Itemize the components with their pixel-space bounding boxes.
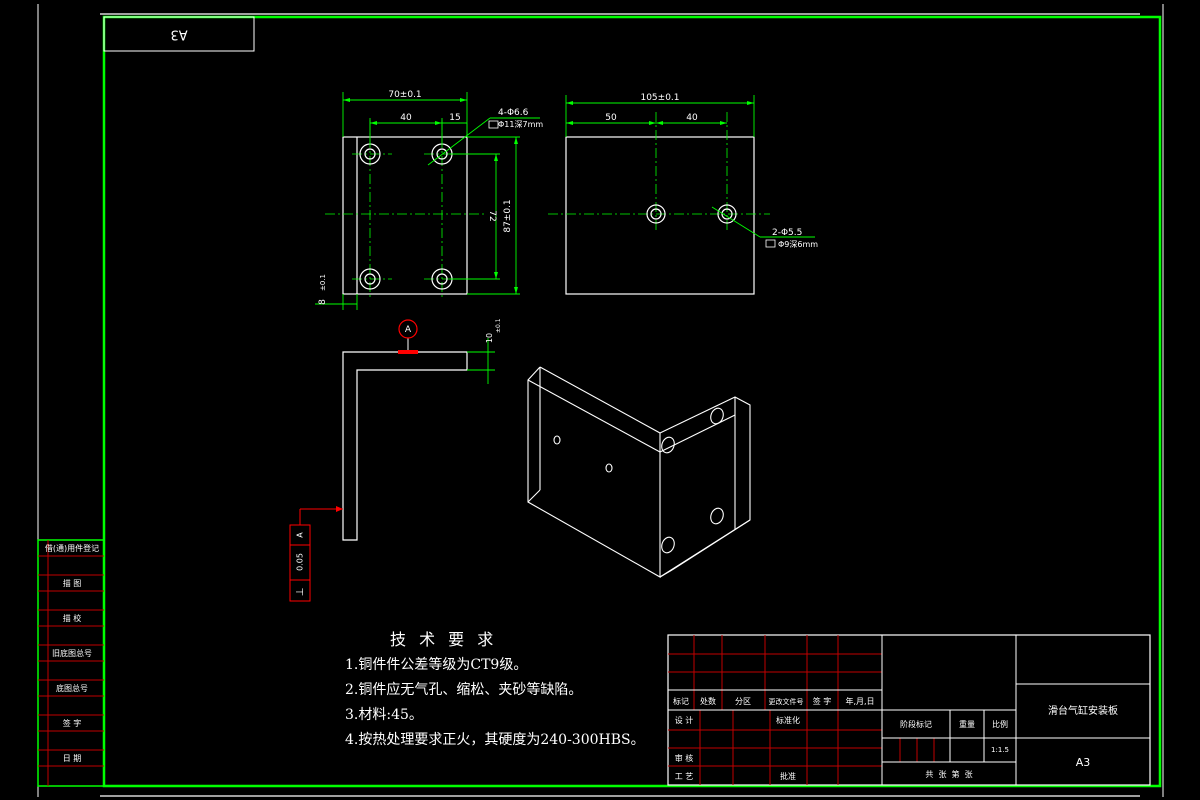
side-table: 借(通)用件登记 描 图 描 校 旧底图总号 底图总号 签 字 日 期	[37, 539, 105, 787]
front-dim-thickness-tol: ±0.1	[319, 274, 327, 291]
side-table-row-6: 日 期	[63, 754, 82, 763]
front-holes	[359, 143, 453, 290]
datum-a-label: A	[405, 325, 412, 335]
tb-header-change-doc: 更改文件号	[769, 697, 804, 706]
side-table-row-0: 借(通)用件登记	[45, 543, 99, 553]
side-table-row-3: 旧底图总号	[52, 648, 92, 658]
tolerance-symbol: ⊥	[295, 588, 306, 597]
tech-line-4: 4.按热处理要求正火，其硬度为240-300HBS。	[345, 732, 645, 748]
front-dim-hole-spacing: 40	[400, 113, 412, 123]
tb-sheets: 共 张 第 张	[925, 769, 972, 779]
tb-paper-size: A3	[1076, 756, 1091, 769]
section-dim-thickness-tol: ±0.1	[495, 318, 502, 333]
drawing-frame	[102, 15, 1162, 788]
tb-standardization: 标准化	[776, 715, 800, 725]
tb-part-name: 滑台气缸安装板	[1048, 704, 1118, 717]
front-hole-callout-sub: Φ11深7mm	[498, 120, 543, 129]
datum-a-marker: A	[398, 319, 418, 354]
tb-header-zone: 分区	[735, 697, 751, 706]
front-dim-height: 87±0.1	[503, 199, 513, 232]
tb-approve: 批准	[780, 771, 796, 781]
title-block: 标记 处数 分区 更改文件号 签 字 年,月,日 设 计 标准化 审 核 工 艺…	[667, 634, 1151, 786]
front-dim-width: 70±0.1	[388, 90, 421, 100]
section-dim-thickness: 10	[485, 333, 494, 343]
side-table-row-4: 底图总号	[56, 683, 88, 693]
tech-title: 技 术 要 求	[390, 630, 498, 649]
perpendicularity-frame: A 0.05 ⊥	[289, 506, 343, 602]
front-dim-thickness: 8	[318, 299, 328, 305]
tb-header-sign: 签 字	[813, 696, 832, 706]
side-hole-callout-sub: Φ9深6mm	[778, 240, 818, 249]
tb-review: 审 核	[675, 753, 694, 763]
tb-stage-mark: 阶段标记	[900, 719, 932, 729]
tb-scale-value: 1:1.5	[991, 746, 1009, 754]
side-table-row-1: 描 图	[63, 578, 82, 588]
tech-line-3: 3.材料:45。	[345, 707, 423, 723]
tb-header-date: 年,月,日	[845, 696, 874, 706]
tolerance-value: 0.05	[296, 553, 305, 571]
tb-header-mark: 标记	[673, 696, 689, 706]
side-table-row-5: 签 字	[63, 718, 82, 728]
tb-weight: 重量	[959, 719, 975, 729]
tb-design: 设 计	[675, 715, 694, 725]
front-dim-hole-vertical: 72	[487, 210, 497, 221]
sheet-code-box: A3	[103, 16, 255, 52]
section-view: A 10 ±0.1 A 0.05 ⊥	[289, 318, 502, 602]
side-view: 105±0.1 50 40 2-Φ5.5 Φ9深6mm	[548, 93, 818, 295]
tolerance-datum: A	[296, 532, 305, 538]
sheet-code-text: A3	[170, 27, 187, 42]
tech-line-1: 1.铜件件公差等级为CT9级。	[345, 657, 528, 673]
front-hole-callout: 4-Φ6.6	[498, 108, 529, 118]
tech-line-2: 2.铜件应无气孔、缩松、夹砂等缺陷。	[345, 682, 583, 698]
tb-process: 工 艺	[675, 772, 694, 781]
side-holes	[646, 204, 737, 224]
side-table-row-2: 描 校	[63, 613, 82, 623]
front-dim-edge: 15	[449, 113, 460, 123]
side-dim-width: 105±0.1	[640, 93, 679, 103]
side-dim-left: 50	[605, 113, 617, 123]
tb-header-count: 处数	[700, 696, 716, 706]
front-view: 70±0.1 40 15 4-Φ6.6 Φ11深7mm 72 87±0.1 8 …	[315, 90, 543, 310]
side-hole-callout: 2-Φ5.5	[772, 228, 802, 238]
isometric-view	[527, 366, 751, 578]
tb-scale-label: 比例	[992, 719, 1008, 729]
side-dim-hole-spacing: 40	[686, 113, 698, 123]
